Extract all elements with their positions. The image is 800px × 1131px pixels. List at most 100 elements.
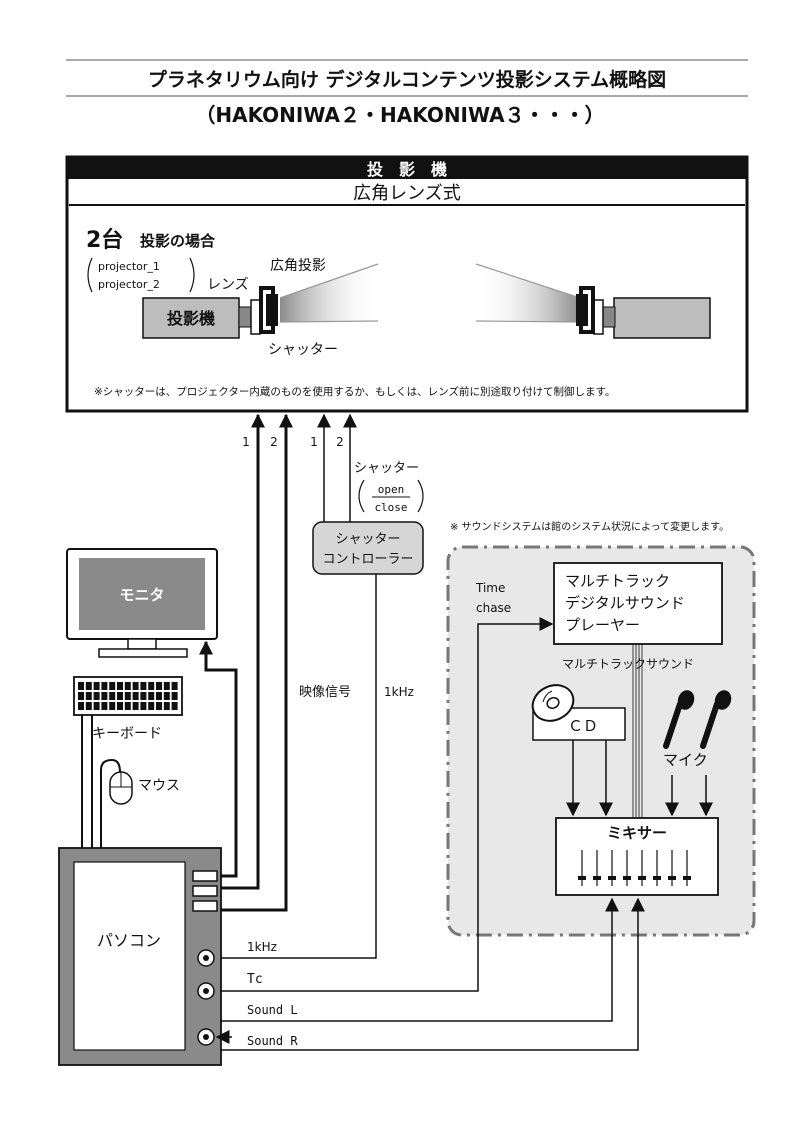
video-port-3 (192, 900, 218, 912)
keyboard-key (163, 682, 170, 690)
keyboard-key (78, 692, 84, 700)
keyboard-key (140, 702, 147, 710)
keyboard-key (156, 682, 162, 690)
keyboard-key (132, 692, 139, 700)
mouse (100, 758, 133, 848)
keyboard-key (140, 692, 147, 700)
shutter-open-label: open (378, 483, 405, 496)
video-signal-label: 映像信号 (299, 685, 351, 700)
mixer-fader-knob (578, 876, 586, 880)
mixer-fader-knob (668, 876, 676, 880)
video-port-1 (192, 870, 218, 882)
projector-unit-label: 投影機 (167, 309, 215, 328)
keyboard-key (124, 682, 131, 690)
sound-player-line2: デジタルサウンド (565, 594, 685, 612)
monitor-label: モニタ (119, 586, 164, 604)
keyboard-label: キーボード (92, 726, 162, 742)
keyboard-key (117, 702, 123, 710)
khz-label-bottom: 1kHz (247, 940, 277, 954)
keyboard-key (117, 692, 123, 700)
chase-label: chase (476, 601, 511, 615)
keyboard-key (132, 682, 139, 690)
sound-player-line3: プレーヤー (565, 616, 640, 634)
mixer-fader-knob (593, 876, 601, 880)
multitrack-sound-label: マルチトラックサウンド (562, 657, 694, 671)
shutter-controller: シャッター コントローラー (312, 521, 424, 575)
keyboard-key (109, 692, 116, 700)
cable-number-2: 2 (270, 435, 278, 449)
keyboard-key (101, 692, 108, 700)
mixer-fader-knob (638, 876, 646, 880)
page-subtitle: （HAKONIWA２・HAKONIWA３・・・） (195, 103, 604, 127)
shutter-signal-label: シャッター (354, 461, 419, 476)
mixer-faders (578, 850, 691, 886)
keyboard-key (85, 702, 92, 710)
microphone-icon-2 (700, 690, 732, 749)
sound-cables (220, 897, 645, 1051)
monitor-cable (199, 640, 238, 878)
keyboard-key (101, 702, 108, 710)
sound-player: マルチトラック デジタルサウンド プレーヤー (553, 562, 723, 645)
mixer-fader-knob (683, 876, 691, 880)
mixer: ミキサー (555, 817, 719, 896)
mic-cables (665, 775, 713, 817)
page-title: プラネタリウム向け デジタルコンテンツ投影システム概略図 (148, 68, 666, 91)
projector-right (475, 263, 711, 339)
keyboard-key (171, 682, 178, 690)
shutter-note: ※シャッターは、プロジェクター内蔵のものを使用するか、もしくは、レンズ前に別途取… (94, 385, 615, 398)
cd-cables (566, 740, 613, 817)
shutter-controller-line2: コントローラー (322, 552, 413, 567)
tc-label: Tc (247, 972, 263, 987)
case-number: 2台 (86, 227, 123, 253)
shutter-cables (317, 413, 357, 522)
projector-left: 投影機 (142, 263, 379, 339)
mixer-fader-knob (608, 876, 616, 880)
tc-cable (220, 617, 554, 992)
projector-box-title: 投 影 機 (367, 160, 447, 179)
lens-label: レンズ (207, 277, 249, 293)
video-port-2 (192, 885, 218, 897)
keyboard-key (163, 702, 170, 710)
microphone-icon-1 (663, 690, 695, 749)
keyboard-key (101, 682, 108, 690)
keyboard-key (124, 702, 131, 710)
pc-label: パソコン (97, 931, 161, 950)
cd-label: ＣＤ (568, 717, 598, 735)
mixer-fader-knob (653, 876, 661, 880)
shutter-close-label: close (374, 501, 407, 514)
keyboard-key (93, 682, 100, 690)
mixer-fader-knob (623, 876, 631, 880)
keyboard-key (93, 702, 100, 710)
keyboard-key (148, 692, 155, 700)
cd-player: ＣＤ (531, 684, 626, 741)
khz-cable (220, 574, 377, 959)
keyboard-key (124, 692, 131, 700)
keyboard-key (132, 702, 139, 710)
keyboard-key (85, 692, 92, 700)
wide-projection-label: 広角投影 (270, 258, 326, 274)
sound-player-line1: マルチトラック (565, 572, 670, 590)
shutter-controller-line1: シャッター (335, 532, 400, 547)
keyboard-key (156, 692, 162, 700)
keyboard-key (163, 692, 170, 700)
keyboard-key (148, 702, 155, 710)
keyboard-key (78, 682, 84, 690)
sound-r-label: Sound R (247, 1034, 298, 1048)
shutter-cable-number-2: 2 (336, 435, 344, 449)
case-label: 投影の場合 (140, 232, 216, 250)
keyboard-key (85, 682, 92, 690)
projector-box: 投 影 機 広角レンズ式 2台 投影の場合 projector_1 projec… (65, 155, 749, 413)
keyboard-key (156, 702, 162, 710)
lens-type-label: 広角レンズ式 (353, 183, 461, 204)
shutter-cable-number-1: 1 (310, 435, 318, 449)
projector-name-2: projector_2 (98, 278, 160, 291)
header: プラネタリウム向け デジタルコンテンツ投影システム概略図 （HAKONIWA２・… (66, 59, 748, 127)
shutter-label: シャッター (268, 342, 338, 358)
keyboard-key (171, 692, 178, 700)
keyboard (73, 676, 183, 716)
projector-name-1: projector_1 (98, 260, 160, 273)
keyboard-key (93, 692, 100, 700)
keyboard-key (140, 682, 147, 690)
cable-number-1: 1 (242, 435, 250, 449)
